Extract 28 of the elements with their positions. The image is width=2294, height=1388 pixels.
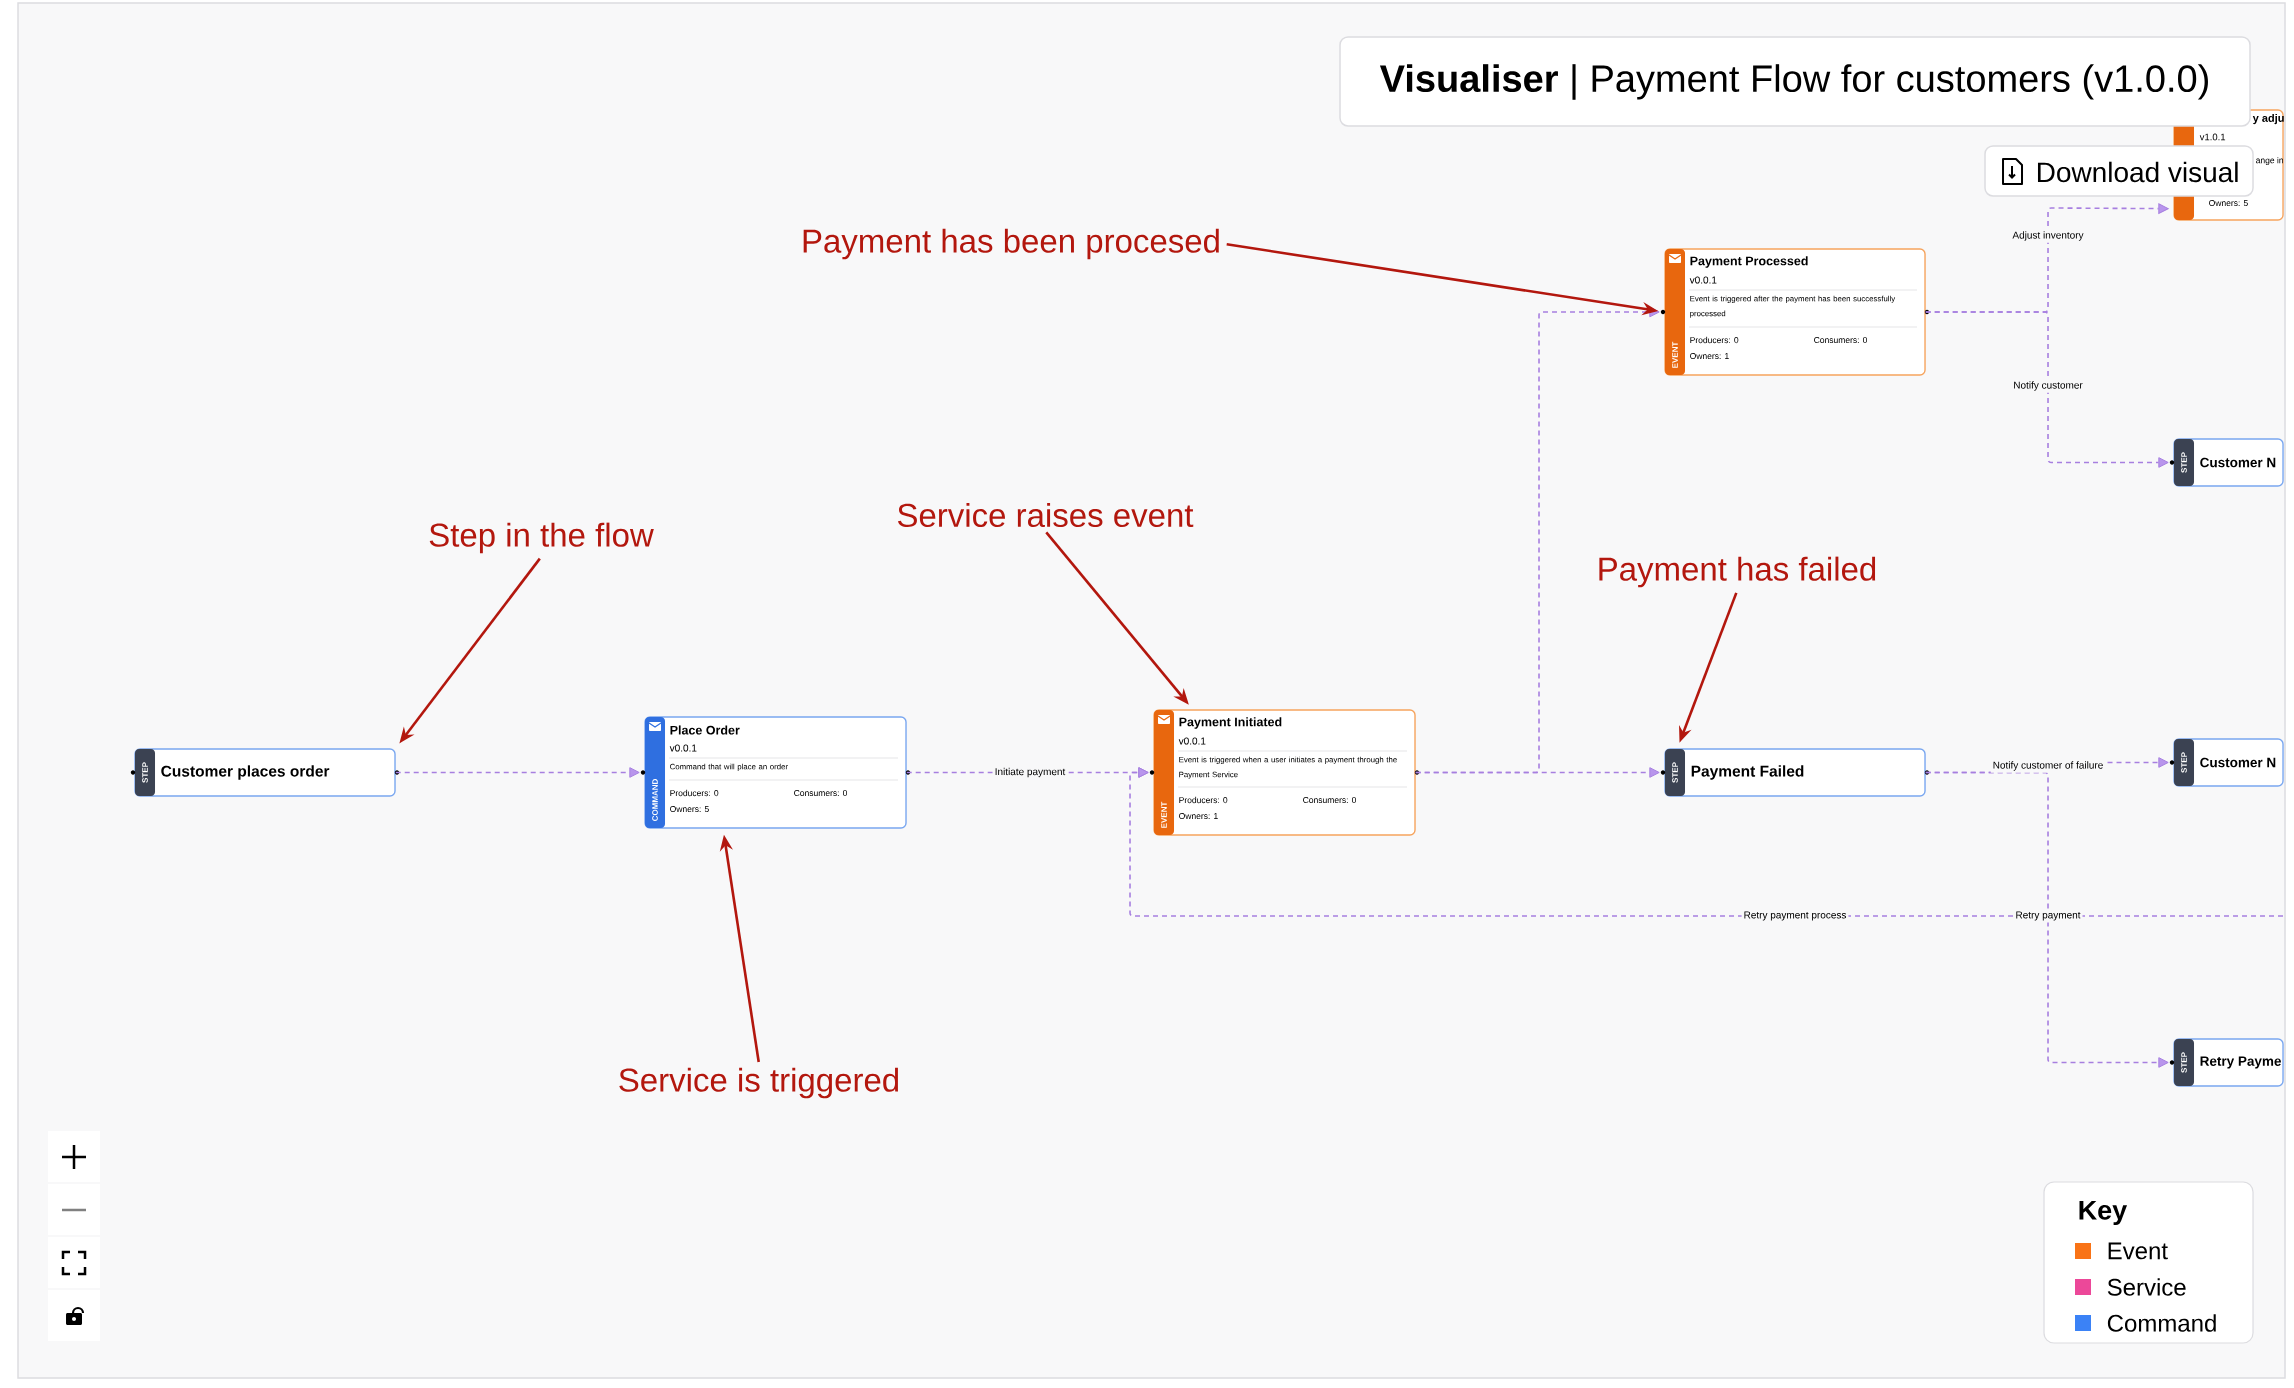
connector [1129, 767, 2284, 917]
connector [394, 767, 640, 778]
connector [1414, 767, 1660, 778]
node-label: v1.0.1 [2199, 133, 2226, 141]
node-label: Owners: 5 [2209, 199, 2248, 207]
annotation-text: Step in the flow [429, 522, 654, 554]
edge-label: Notify customer of failure [1990, 759, 2106, 773]
connector [1924, 771, 2169, 1068]
edge-label: Adjust inventory [2010, 229, 2086, 243]
annotation-text: Service raises event [897, 502, 1194, 528]
legend-text: Command [2107, 1314, 2216, 1332]
step-box: STEP Customer N [2169, 738, 2284, 787]
step-box: STEP Payment Failed [1660, 748, 1930, 797]
annotation-text: Payment has failed [1599, 556, 1876, 588]
annotation-text: Payment has been procesed [803, 228, 1219, 260]
connector [1924, 311, 2169, 468]
node-label: ange in [2256, 157, 2284, 165]
edge-label: Notify customer [2011, 379, 2085, 393]
legend-text: Event [2108, 1242, 2168, 1260]
step-box: STEP Customer N [2169, 438, 2284, 487]
node-label: y adju [2252, 113, 2284, 125]
step-box: STEP Retry Payme [2169, 1038, 2284, 1087]
legend-text: Service [2107, 1278, 2186, 1296]
download-button: Download visual [1984, 145, 2254, 197]
title-panel: Visualiser | Payment Flow for customers (v1.0.0) [1339, 36, 2251, 127]
legend-title: Key [2079, 1200, 2128, 1226]
annotation-text: Service is triggered [619, 1067, 898, 1099]
step-box: STEP Customer places order [130, 748, 400, 797]
